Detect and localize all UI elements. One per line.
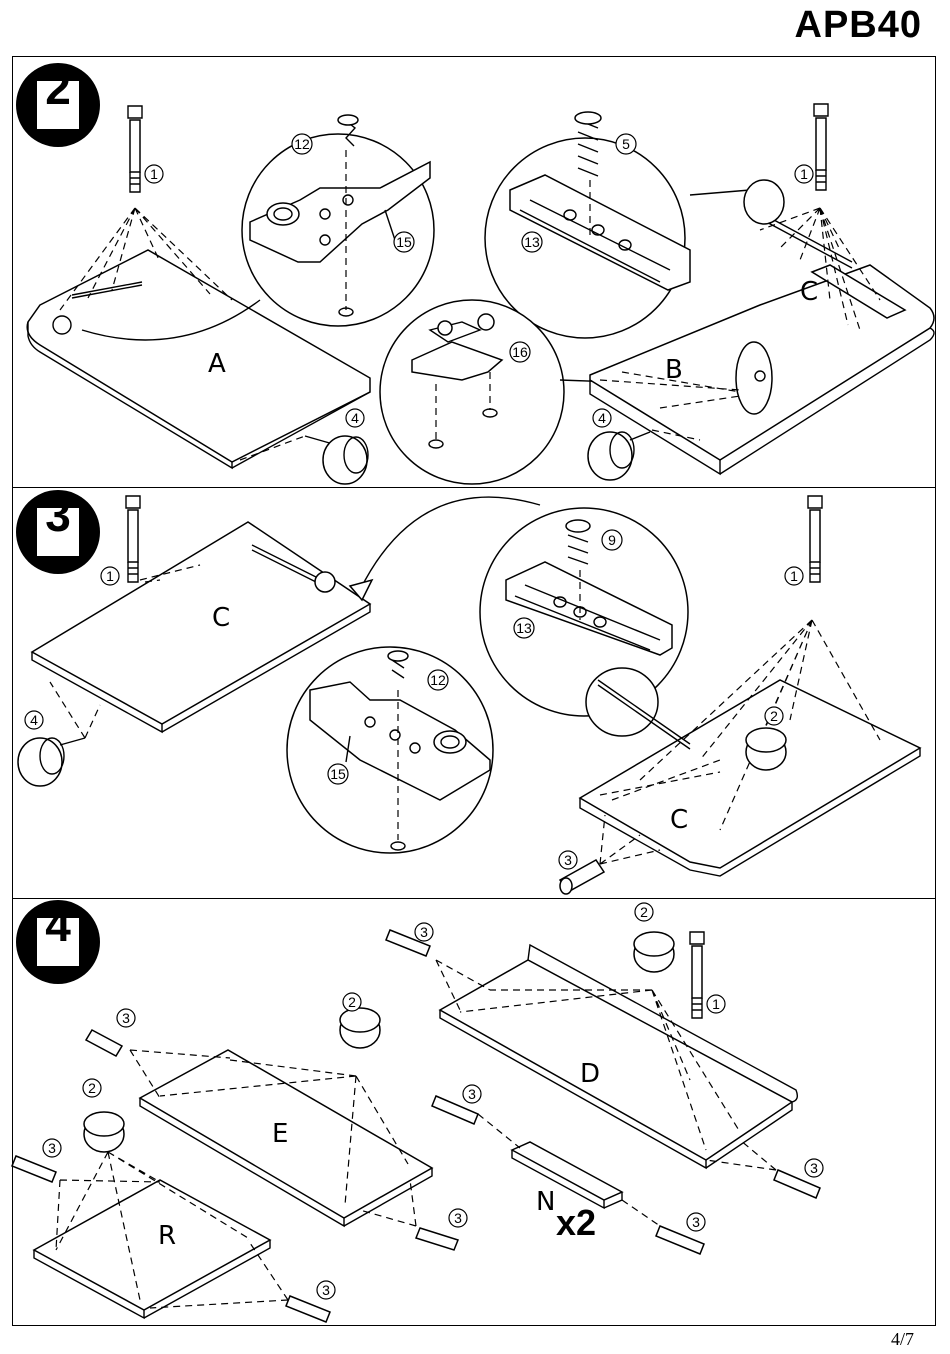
callout-text: 2 xyxy=(88,1080,96,1096)
callout-text: 2 xyxy=(640,904,648,920)
callout-text: 3 xyxy=(454,1210,462,1226)
callout-text: 3 xyxy=(810,1160,818,1176)
callout-2: 2 xyxy=(635,903,653,921)
quantity-note: x2 xyxy=(556,1202,596,1244)
callout-text: 3 xyxy=(692,1214,700,1230)
panel-label: R xyxy=(158,1221,176,1251)
panel-d-drawing: D xyxy=(386,930,820,1198)
callout-text: 3 xyxy=(122,1010,130,1026)
page-number: 4/7 xyxy=(891,1329,914,1350)
callout-text: 3 xyxy=(420,924,428,940)
callout-3: 3 xyxy=(43,1139,61,1157)
callout-text: 3 xyxy=(322,1282,330,1298)
callout-1: 1 xyxy=(707,995,725,1013)
callout-3: 3 xyxy=(415,923,433,941)
callout-text: 3 xyxy=(468,1086,476,1102)
callout-3: 3 xyxy=(687,1213,705,1231)
callout-3: 3 xyxy=(463,1085,481,1103)
callout-text: 1 xyxy=(712,996,720,1012)
callout-3: 3 xyxy=(805,1159,823,1177)
panel-label: D xyxy=(580,1059,600,1089)
callout-3: 3 xyxy=(317,1281,335,1299)
callout-3: 3 xyxy=(117,1009,135,1027)
callout-2: 2 xyxy=(83,1079,101,1097)
panel-label: N xyxy=(536,1187,555,1217)
callout-2: 2 xyxy=(343,993,361,1011)
callout-3: 3 xyxy=(449,1209,467,1227)
panel-label: E xyxy=(272,1119,288,1149)
callout-text: 3 xyxy=(48,1140,56,1156)
callout-text: 2 xyxy=(348,994,356,1010)
